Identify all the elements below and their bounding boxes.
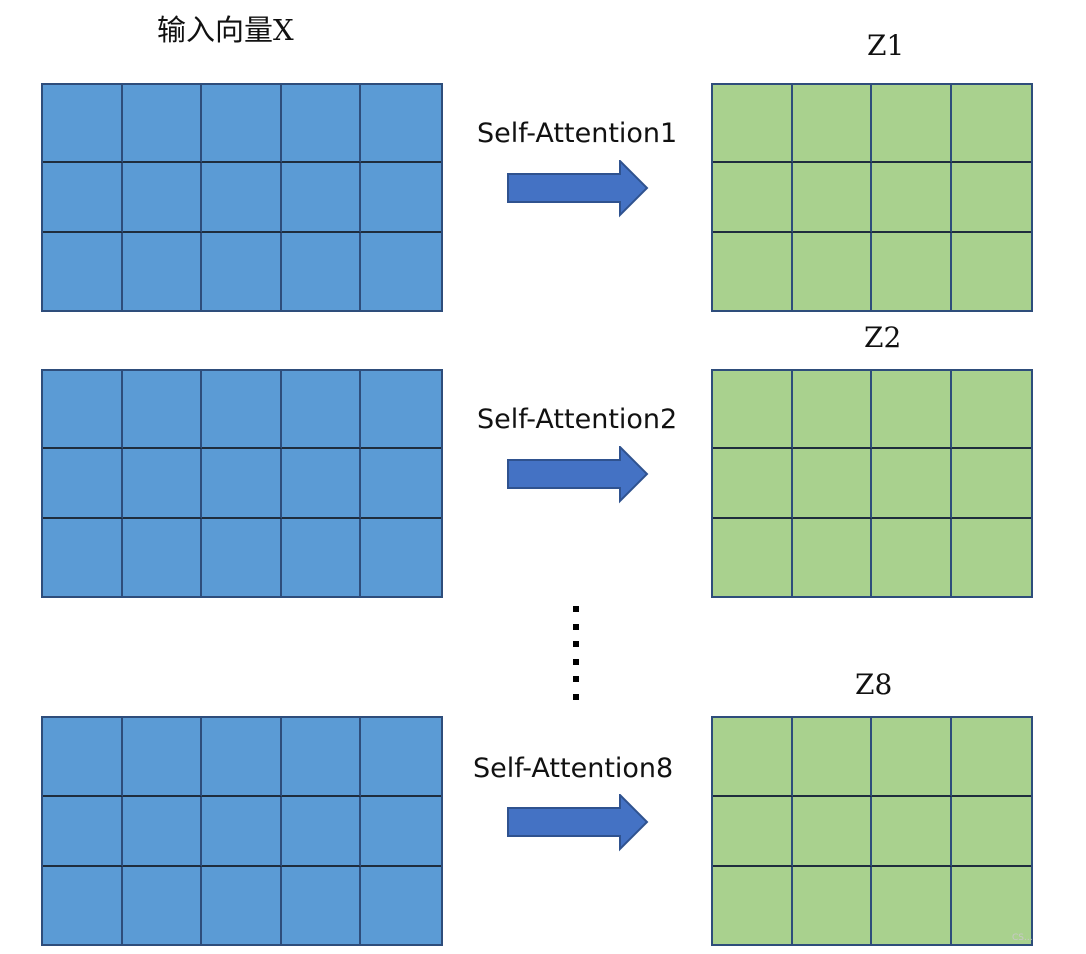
matrix-cell	[361, 85, 441, 163]
matrix-cell	[122, 371, 203, 449]
matrix-cell	[713, 85, 793, 163]
matrix-cell	[713, 718, 793, 797]
matrix-cell	[713, 797, 793, 867]
matrix-cell	[281, 371, 362, 449]
matrix-cell	[872, 163, 952, 233]
right-arrow-icon	[507, 160, 649, 218]
matrix-cell	[872, 449, 952, 519]
matrix-cell	[281, 449, 362, 519]
matrix-cell	[281, 797, 362, 867]
input-matrix-1	[41, 83, 443, 312]
matrix-cell	[122, 233, 203, 310]
matrix-cell	[713, 371, 793, 449]
matrix-cell	[951, 867, 1031, 944]
matrix-cell	[122, 449, 203, 519]
input-matrix-2	[41, 369, 443, 598]
matrix-cell	[361, 797, 441, 867]
matrix-cell	[872, 718, 952, 797]
output-matrix-z2	[711, 369, 1033, 598]
matrix-cell	[872, 85, 952, 163]
matrix-cell	[361, 233, 441, 310]
output-matrix-z1	[711, 83, 1033, 312]
matrix-cell	[361, 867, 441, 944]
matrix-cell	[202, 233, 282, 310]
self-attention-8-label: Self-Attention8	[473, 753, 674, 784]
matrix-cell	[43, 718, 123, 797]
watermark: CS...	[1012, 933, 1033, 943]
input-vector-title: 输入向量X	[157, 13, 294, 47]
matrix-cell	[792, 163, 872, 233]
matrix-cell	[281, 85, 362, 163]
matrix-cell	[361, 449, 441, 519]
output-label-z1: Z1	[867, 29, 905, 62]
matrix-cell	[792, 867, 872, 944]
matrix-cell	[951, 718, 1031, 797]
matrix-cell	[43, 867, 123, 944]
matrix-cell	[951, 797, 1031, 867]
self-attention-1-label: Self-Attention1	[477, 118, 678, 149]
matrix-cell	[202, 371, 282, 449]
right-arrow-icon	[507, 794, 649, 852]
matrix-cell	[361, 519, 441, 596]
matrix-cell	[792, 233, 872, 310]
matrix-cell	[43, 233, 123, 310]
matrix-cell	[792, 371, 872, 449]
matrix-cell	[872, 519, 952, 596]
matrix-cell	[792, 519, 872, 596]
matrix-cell	[202, 867, 282, 944]
output-label-z8: Z8	[855, 668, 893, 701]
matrix-cell	[713, 233, 793, 310]
matrix-cell	[713, 867, 793, 944]
matrix-cell	[713, 449, 793, 519]
matrix-cell	[122, 797, 203, 867]
matrix-cell	[281, 233, 362, 310]
matrix-cell	[202, 85, 282, 163]
matrix-cell	[872, 233, 952, 310]
matrix-cell	[792, 797, 872, 867]
matrix-cell	[202, 718, 282, 797]
matrix-cell	[281, 163, 362, 233]
matrix-cell	[281, 519, 362, 596]
matrix-cell	[951, 163, 1031, 233]
matrix-cell	[872, 371, 952, 449]
matrix-cell	[951, 519, 1031, 596]
matrix-cell	[43, 371, 123, 449]
matrix-cell	[792, 718, 872, 797]
matrix-cell	[122, 163, 203, 233]
output-matrix-z8	[711, 716, 1033, 946]
matrix-cell	[122, 85, 203, 163]
matrix-cell	[951, 449, 1031, 519]
matrix-cell	[202, 519, 282, 596]
right-arrow-icon	[507, 446, 649, 504]
matrix-cell	[281, 867, 362, 944]
matrix-cell	[792, 449, 872, 519]
matrix-cell	[281, 718, 362, 797]
matrix-cell	[951, 85, 1031, 163]
matrix-cell	[361, 163, 441, 233]
matrix-cell	[43, 85, 123, 163]
matrix-cell	[202, 449, 282, 519]
matrix-cell	[202, 163, 282, 233]
matrix-cell	[713, 519, 793, 596]
matrix-cell	[792, 85, 872, 163]
matrix-cell	[713, 163, 793, 233]
matrix-cell	[43, 519, 123, 596]
matrix-cell	[361, 371, 441, 449]
self-attention-2-label: Self-Attention2	[477, 404, 678, 435]
matrix-cell	[202, 797, 282, 867]
matrix-cell	[43, 449, 123, 519]
matrix-cell	[361, 718, 441, 797]
matrix-cell	[122, 867, 203, 944]
matrix-cell	[872, 797, 952, 867]
matrix-cell	[951, 371, 1031, 449]
matrix-cell	[122, 718, 203, 797]
matrix-cell	[122, 519, 203, 596]
input-matrix-8	[41, 716, 443, 946]
matrix-cell	[872, 867, 952, 944]
matrix-cell	[43, 163, 123, 233]
matrix-cell	[951, 233, 1031, 310]
matrix-cell	[43, 797, 123, 867]
output-label-z2: Z2	[864, 321, 902, 354]
